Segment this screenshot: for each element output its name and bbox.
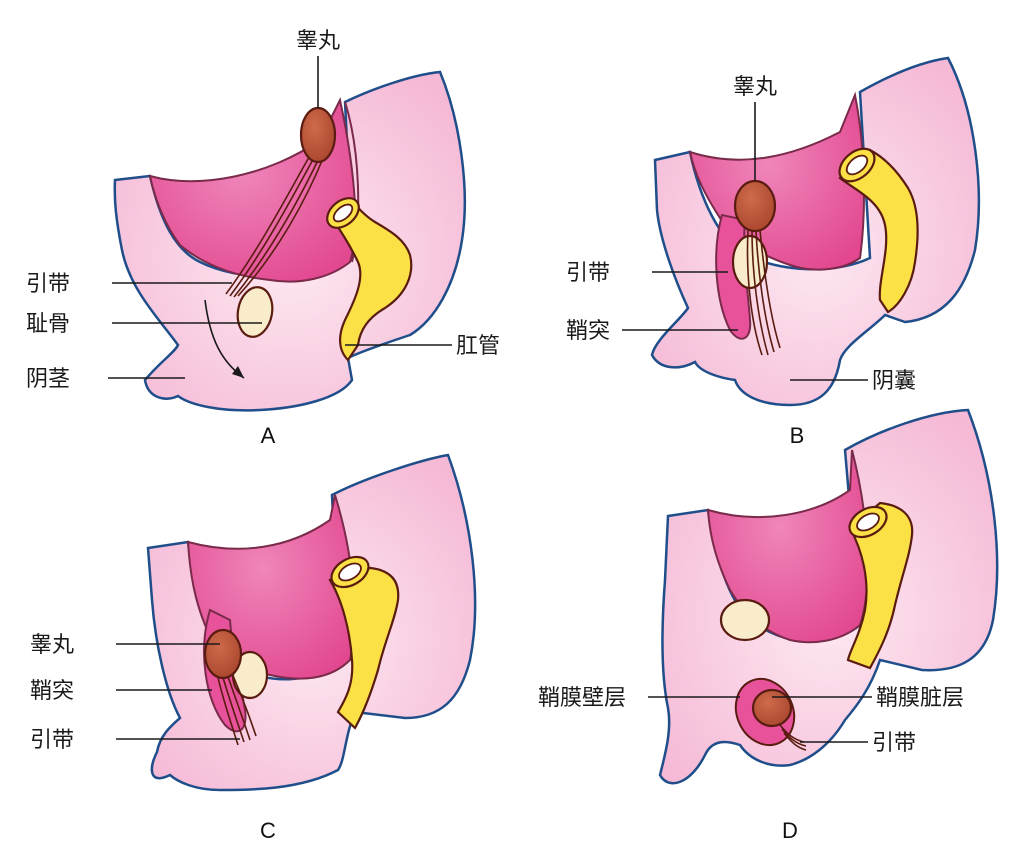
anal-lumen-c <box>338 562 362 582</box>
anal-lumen-a <box>332 203 354 223</box>
label-visceral-d: 鞘膜脏层 <box>876 686 964 711</box>
label-gubernaculum-b: 引带 <box>566 261 610 286</box>
pubis-b <box>731 234 769 290</box>
label-anal-canal-a: 肛管 <box>456 334 500 359</box>
gubernaculum-b <box>746 229 781 356</box>
anal-lumen-d <box>856 512 880 532</box>
testis-d <box>751 688 793 728</box>
pubis-a <box>236 286 274 338</box>
panel-letter-d: D <box>782 818 798 843</box>
label-gubernaculum-d: 引带 <box>872 731 916 756</box>
arrow-head-a <box>232 366 244 378</box>
label-testis-c: 睾丸 <box>30 633 74 658</box>
label-pubis-a: 耻骨 <box>26 312 70 337</box>
panel-c: 睾丸 鞘突 引带 C <box>30 453 477 843</box>
label-gubernaculum-c: 引带 <box>30 728 74 753</box>
panel-d: 鞘膜壁层 鞘膜脏层 引带 D <box>538 408 999 843</box>
label-parietal-d: 鞘膜壁层 <box>538 686 626 711</box>
label-processus-c: 鞘突 <box>30 679 74 704</box>
panel-letter-a: A <box>261 423 276 448</box>
testis-a <box>299 106 337 164</box>
label-penis-a: 阴茎 <box>26 367 70 392</box>
gubernaculum-a <box>225 151 325 298</box>
panel-letter-b: B <box>790 423 805 448</box>
anal-canal-a <box>328 198 413 362</box>
panel-b: 睾丸 引带 鞘突 阴囊 B <box>566 56 981 448</box>
anal-canal-c <box>328 566 400 730</box>
label-testis-b: 睾丸 <box>733 75 777 100</box>
abdominal-cavity-a <box>148 97 357 283</box>
abdominal-cavity-d <box>706 449 869 644</box>
label-testis-a: 睾丸 <box>296 29 340 54</box>
label-processus-b: 鞘突 <box>566 319 610 344</box>
testis-c <box>203 628 243 680</box>
label-gubernaculum-a: 引带 <box>26 272 70 297</box>
testis-b <box>733 179 777 233</box>
panel-a: 睾丸 引带 耻骨 阴茎 肛管 A <box>26 29 500 448</box>
label-scrotum-b: 阴囊 <box>872 369 916 394</box>
panel-letter-c: C <box>260 818 276 843</box>
anal-canal-b <box>838 148 919 314</box>
anal-canal-d <box>846 501 914 670</box>
anal-lumen-b <box>845 154 869 176</box>
pubis-d <box>719 598 771 642</box>
